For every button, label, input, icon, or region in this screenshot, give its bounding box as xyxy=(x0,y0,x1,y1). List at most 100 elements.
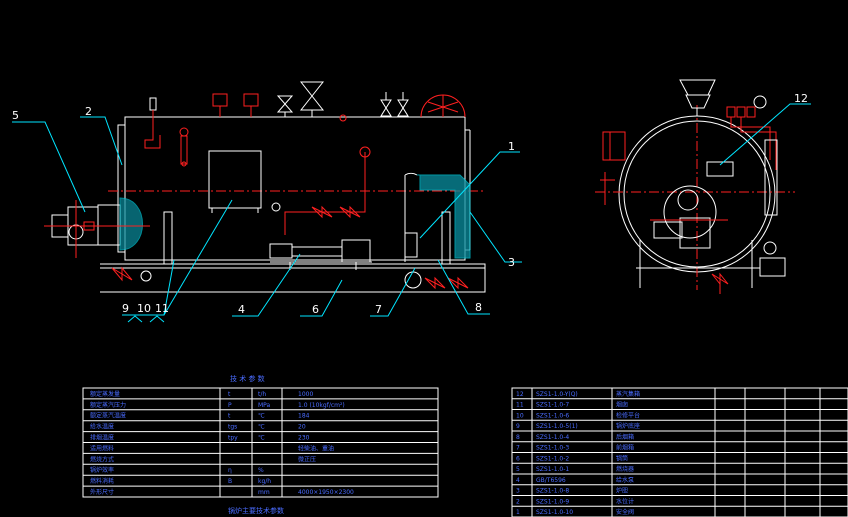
table-cell: 184 xyxy=(298,413,310,420)
callout-12: 12 xyxy=(794,92,808,105)
table-cell: 6 xyxy=(516,455,520,462)
table-cell: 锅炉底座 xyxy=(616,422,640,430)
table-cell: SZS1-1.0-10 xyxy=(536,509,573,516)
table-cell: % xyxy=(258,467,264,474)
table-cell: 12 xyxy=(516,391,524,398)
table-cell: 检修平台 xyxy=(616,411,640,419)
table-cell: SZS1-1.0-4 xyxy=(536,434,569,441)
table-cell: 给水泵 xyxy=(616,476,634,484)
table-cell: 额定蒸汽压力 xyxy=(90,401,126,409)
feed-pump xyxy=(269,239,372,270)
table-cell: 烟囱 xyxy=(616,401,628,409)
table-cell: t xyxy=(228,413,231,420)
end-safety-valve xyxy=(679,79,716,96)
table-cell: SZS1-1.0-8 xyxy=(536,488,569,495)
side-view xyxy=(44,81,486,293)
table-cell: kg/h xyxy=(258,478,271,485)
callout-9: 9 xyxy=(122,302,129,315)
table-cell: SZS1-1.0-7 xyxy=(536,402,569,409)
table-cell: 5 xyxy=(516,466,520,473)
table-cell: 锅炉效率 xyxy=(90,466,114,474)
support-leg-front xyxy=(163,211,173,265)
table-cell: 4 xyxy=(516,477,520,484)
table-cell: 1 xyxy=(516,509,520,516)
tech-table-title: 技 术 参 数 xyxy=(230,374,265,383)
table-cell: 燃烧器 xyxy=(616,465,634,473)
table-cell: 7 xyxy=(516,445,520,452)
callout-leaders xyxy=(12,103,811,323)
table-cell: t xyxy=(228,391,231,398)
callout-3: 3 xyxy=(508,256,515,269)
table-cell: SZS1-1.0-2 xyxy=(536,455,569,462)
callout-11: 11 xyxy=(155,302,169,315)
end-view xyxy=(595,79,795,294)
table-cell: 燃料消耗 xyxy=(90,477,114,485)
table-cell: 1000 xyxy=(298,391,313,398)
callout-1: 1 xyxy=(508,140,515,153)
blowdown-valve xyxy=(111,266,133,282)
table-cell: 1.0 (10kgf/cm²) xyxy=(298,402,345,409)
table-cell: 11 xyxy=(516,402,524,409)
table-cell: SZS1-1.0-3 xyxy=(536,445,569,452)
end-burner-opening xyxy=(663,185,717,239)
table-cell: 9 xyxy=(516,423,520,430)
table-cell: 额定蒸汽温度 xyxy=(90,412,126,420)
boiler-shell xyxy=(124,116,466,261)
table-cell: GB/T6596 xyxy=(536,477,566,484)
table-cell: 4000×1950×2300 xyxy=(298,489,354,496)
tech-table-caption: 锅炉主要技术参数 xyxy=(228,506,284,515)
table-cell: SZS1-1.0-Y(Q) xyxy=(536,391,578,398)
table-cell: 外形尺寸 xyxy=(90,488,114,496)
table-cell: 2 xyxy=(516,498,520,505)
base-frame xyxy=(100,263,486,293)
rear-smoke-box xyxy=(404,172,418,262)
table-cell: ℃ xyxy=(258,435,265,442)
table-cell: B xyxy=(228,478,232,485)
table-cell: SZS1-1.0-5(1) xyxy=(536,423,578,430)
table-cell: 前烟箱 xyxy=(616,444,634,452)
table-cell: 安全阀 xyxy=(616,508,634,516)
front-tube-plate xyxy=(117,124,125,253)
end-base-legs xyxy=(636,240,760,288)
table-cell: 微正压 xyxy=(298,455,316,463)
callout-2: 2 xyxy=(85,105,92,118)
table-cell: SZS1-1.0-6 xyxy=(536,412,569,419)
gauge-piping xyxy=(144,110,161,149)
support-leg-rear xyxy=(441,211,451,265)
table-cell: 3 xyxy=(516,488,520,495)
table-cell: 适用燃料 xyxy=(90,444,114,452)
table-cell: 额定蒸发量 xyxy=(90,390,120,398)
table-cell: SZS1-1.0-1 xyxy=(536,466,569,473)
callout-4: 4 xyxy=(238,303,245,316)
callout-5: 5 xyxy=(12,109,19,122)
table-cell: 230 xyxy=(298,435,310,442)
table-cell: t/h xyxy=(258,391,266,398)
table-cell: 锅筒 xyxy=(616,454,628,462)
feed-water-pipe xyxy=(284,152,366,235)
table-cell: MPa xyxy=(258,402,271,409)
table-cell: ℃ xyxy=(258,424,265,431)
table-cell: 给水温度 xyxy=(90,423,114,431)
table-cell: 后烟箱 xyxy=(616,433,634,441)
table-cell: mm xyxy=(258,489,270,496)
burner xyxy=(44,197,150,258)
table-cell: SZS1-1.0-9 xyxy=(536,498,569,505)
table-cell: 20 xyxy=(298,424,306,431)
table-cell: 轻柴油、重油 xyxy=(298,444,334,452)
callout-labels: 1 2 3 4 5 6 7 8 9 10 11 12 xyxy=(12,92,808,316)
table-cell: 炉胆 xyxy=(616,487,628,495)
table-cell: 水位计 xyxy=(616,497,634,505)
insulation-layer xyxy=(417,174,471,259)
callout-7: 7 xyxy=(375,303,382,316)
callout-6: 6 xyxy=(312,303,319,316)
table-cell: 10 xyxy=(516,412,524,419)
inspection-door xyxy=(208,150,262,209)
table-cell: 8 xyxy=(516,434,520,441)
table-cell: tpy xyxy=(228,435,238,442)
callout-8: 8 xyxy=(475,301,482,314)
water-level-gauge xyxy=(149,97,157,111)
